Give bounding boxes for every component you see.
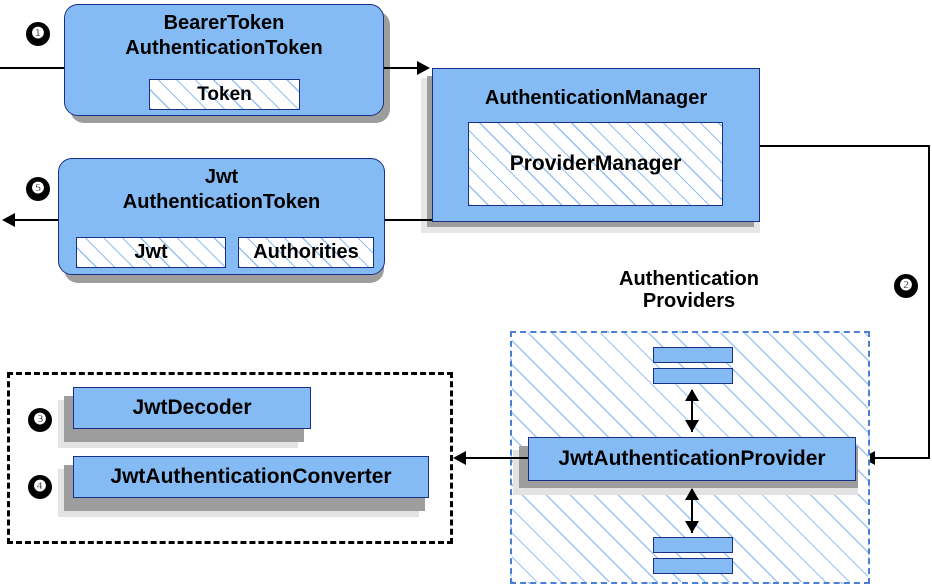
provider-stack-bar-top-1 [653, 347, 733, 363]
jwt-token-title-line2: AuthenticationToken [122, 191, 321, 213]
step2-line-top [760, 145, 930, 147]
bearer-token-inner-label: Token [197, 83, 252, 105]
provider-bottom-arrow-down [685, 521, 699, 533]
bearer-token-node[interactable]: BearerToken AuthenticationToken [64, 4, 384, 116]
jwt-decoder-label: JwtDecoder [132, 396, 252, 419]
providers-caption-line2: Providers [642, 290, 736, 313]
provider-top-arrow-up [685, 389, 699, 401]
bearer-token-title-line1: BearerToken [163, 12, 285, 34]
step2-line-bottom [874, 457, 930, 459]
support-components-region [7, 372, 453, 544]
jwt-authentication-converter-node[interactable]: JwtAuthenticationConverter [73, 456, 429, 498]
auth-manager-title: AuthenticationManager [484, 87, 708, 109]
jwt-authentication-provider-node[interactable]: JwtAuthenticationProvider [528, 437, 856, 481]
bearer-token-inner-token-panel: Token [149, 79, 300, 110]
step-badge-2: ❷ [894, 274, 918, 298]
jwt-decoder-node[interactable]: JwtDecoder [73, 387, 311, 429]
provider-manager-panel: ProviderManager [468, 122, 723, 206]
provider-to-support-arrowhead [453, 451, 466, 465]
provider-manager-label: ProviderManager [509, 152, 682, 175]
provider-bottom-arrow-up [685, 488, 699, 500]
step-badge-3: ❸ [28, 408, 52, 432]
inbound-request-line [0, 67, 66, 69]
jwt-token-title-line1: Jwt [204, 166, 239, 188]
providers-caption-line1: Authentication [619, 268, 759, 290]
provider-top-arrow-down [685, 420, 699, 432]
jwt-token-inner-jwt-label: Jwt [134, 241, 168, 263]
bearer-to-manager-line [384, 67, 420, 69]
provider-stack-bar-top-2 [653, 368, 733, 384]
step-badge-5: ❺ [26, 177, 50, 201]
step-badge-1: ❶ [26, 22, 50, 46]
provider-to-support-line [466, 457, 528, 459]
jwt-token-inner-authorities-label: Authorities [253, 241, 359, 263]
step2-line-right [928, 145, 930, 459]
provider-bottom-connector-line [691, 489, 693, 533]
jwt-authentication-provider-label: JwtAuthenticationProvider [558, 447, 826, 470]
jwt-token-inner-jwt-panel: Jwt [76, 237, 226, 268]
provider-stack-bar-bottom-2 [653, 558, 733, 574]
bearer-token-title-line2: AuthenticationToken [125, 37, 323, 59]
jwt-authentication-converter-label: JwtAuthenticationConverter [110, 465, 392, 488]
jwt-token-inner-authorities-panel: Authorities [238, 237, 374, 268]
bearer-to-manager-arrowhead [417, 61, 430, 75]
provider-top-connector-line [691, 390, 693, 432]
authentication-providers-caption: Authentication Providers [583, 268, 795, 313]
step5-arrowhead [2, 213, 15, 227]
provider-stack-bar-bottom-1 [653, 537, 733, 553]
step-badge-4: ❹ [28, 475, 52, 499]
